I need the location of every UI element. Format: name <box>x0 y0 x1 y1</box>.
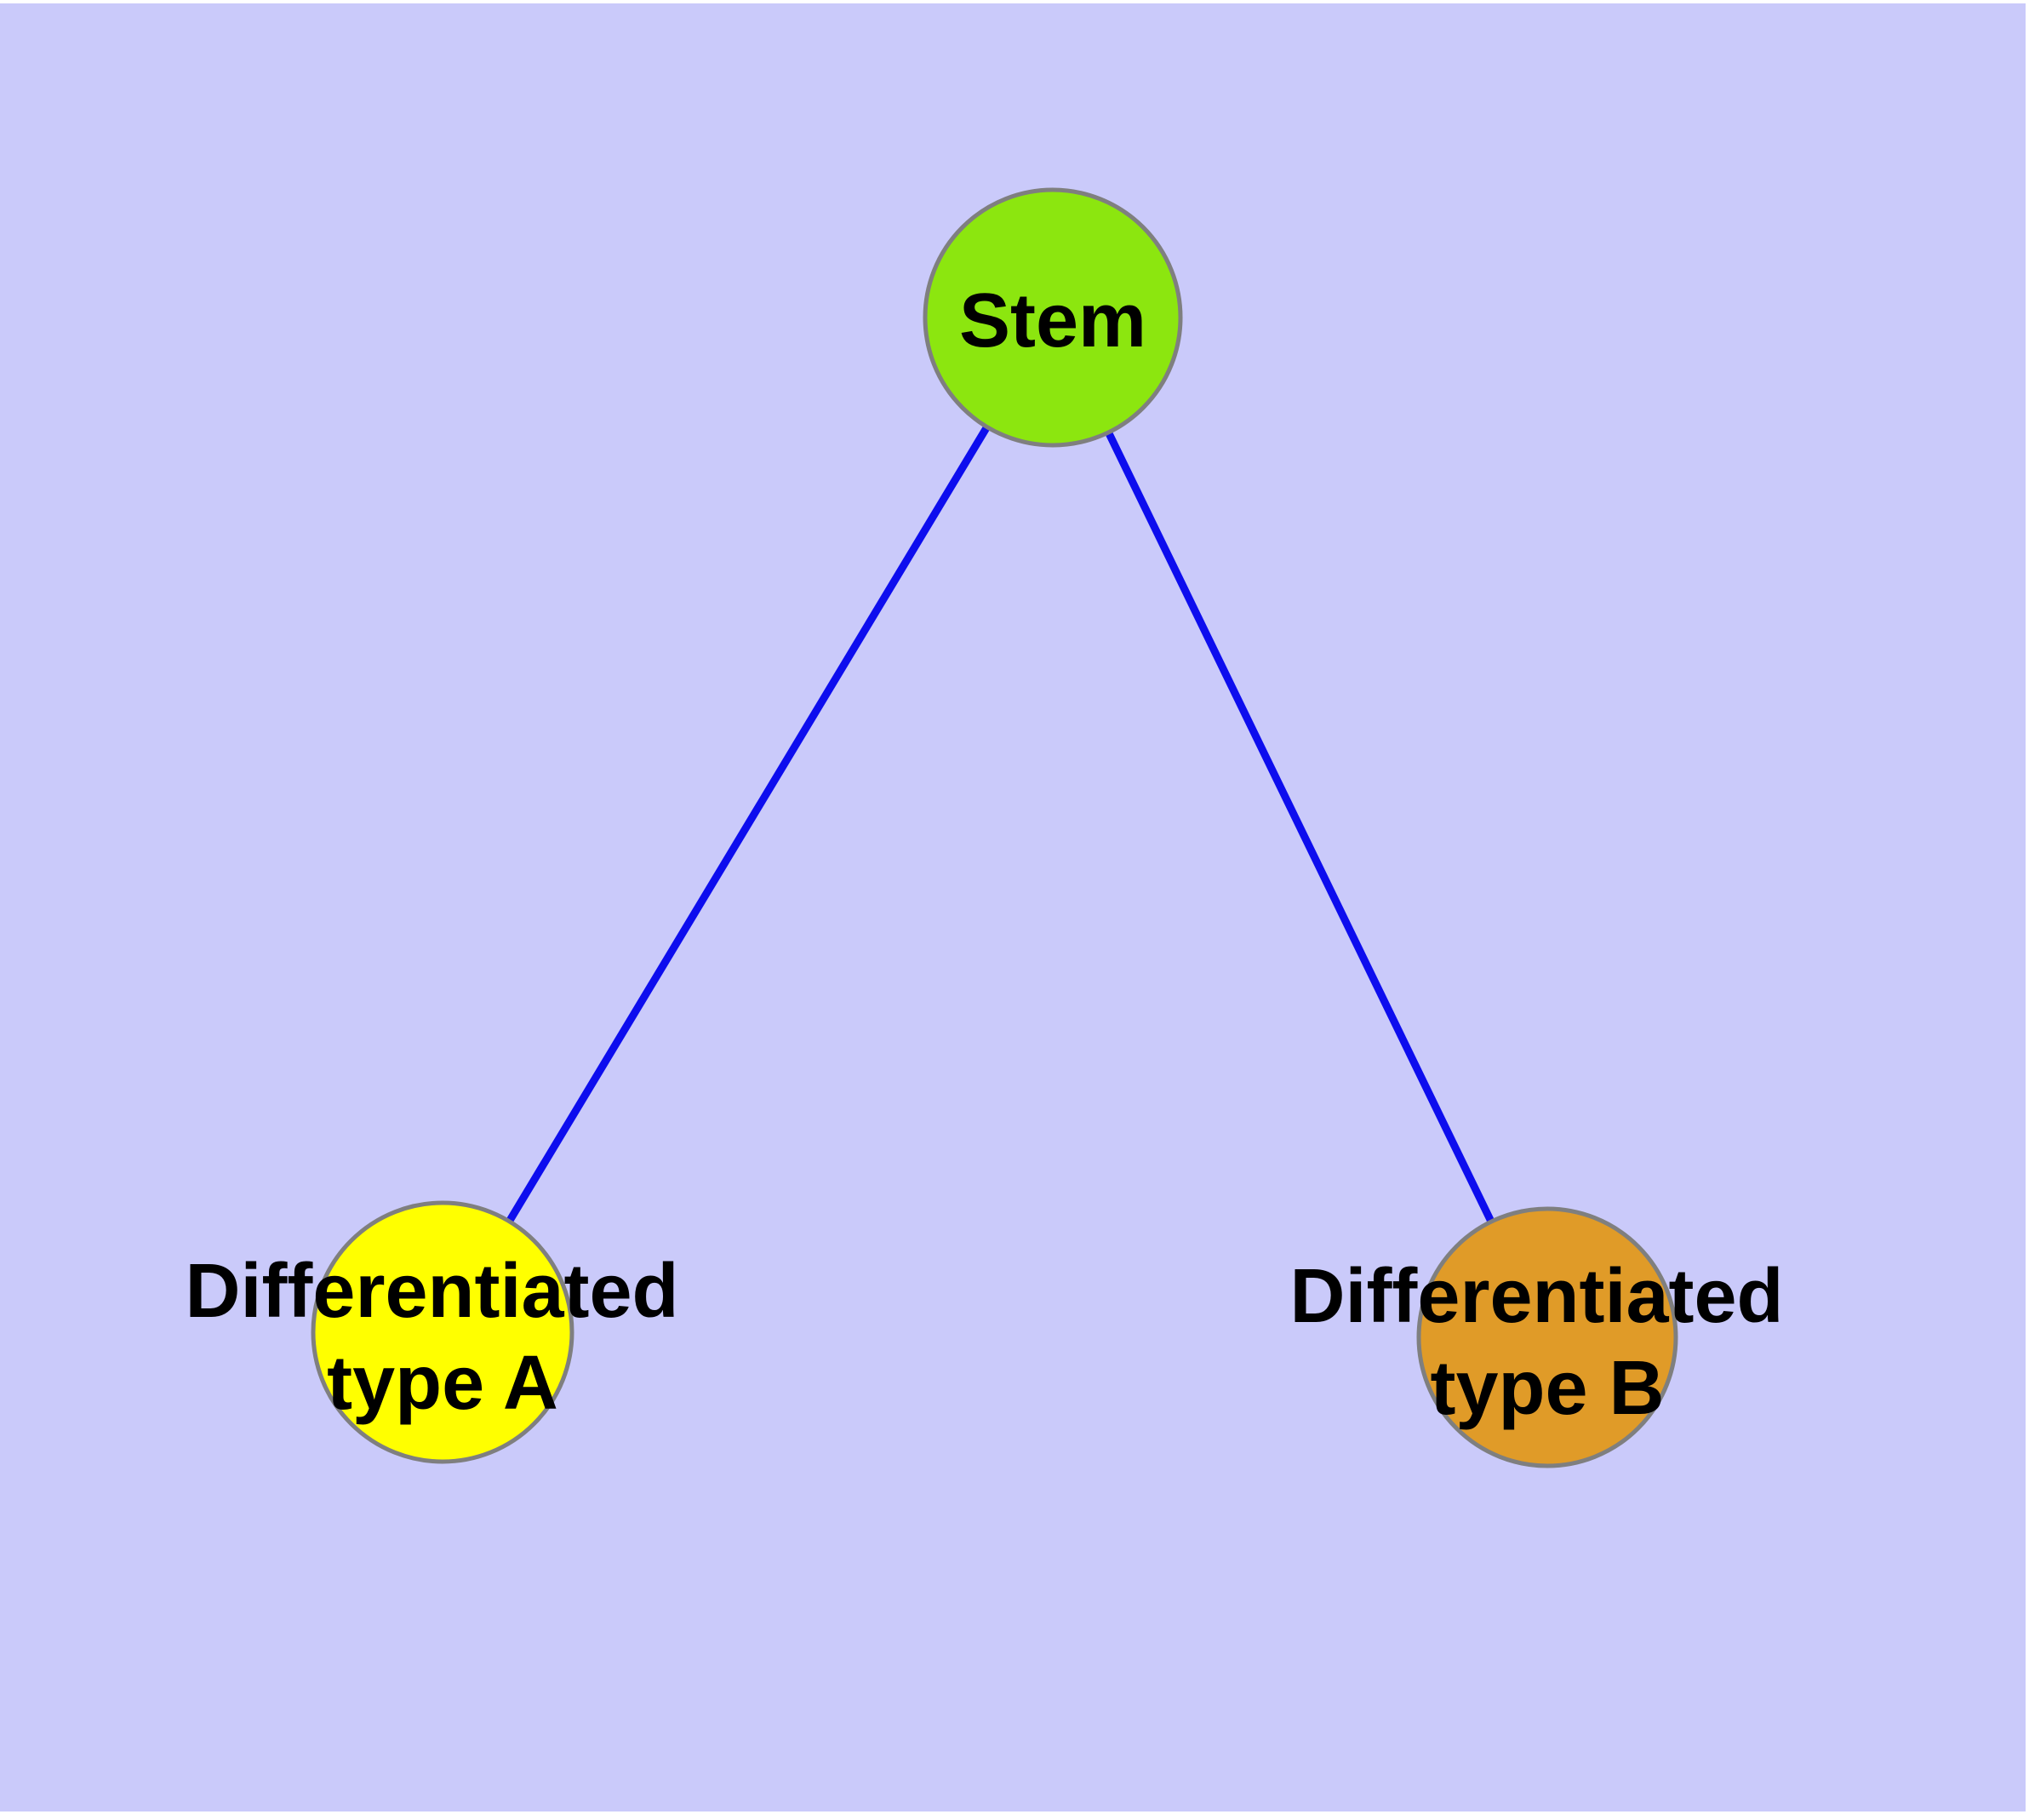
node-label-line: Differentiated <box>185 1249 678 1334</box>
node-label-line: Differentiated <box>1289 1254 1783 1339</box>
node-differentiated-type-a[interactable] <box>311 1200 574 1464</box>
edge-stem-to-type-b <box>1049 316 1552 1339</box>
node-differentiated-type-a-label: Differentiated type A <box>185 1249 700 1426</box>
node-labels: Stem Differentiated type A Differentiate… <box>185 278 1804 1431</box>
node-stem-label: Stem <box>959 278 1146 363</box>
node-differentiated-type-b[interactable] <box>1416 1206 1678 1468</box>
nodes <box>311 187 1678 1468</box>
node-label-line: type B <box>1430 1346 1664 1431</box>
edges <box>439 315 1552 1339</box>
node-differentiated-type-b-label: Differentiated type B <box>1289 1254 1804 1431</box>
node-stem[interactable] <box>923 187 1183 448</box>
edge-stem-to-type-a <box>439 315 1056 1335</box>
node-label-line: type A <box>327 1341 558 1426</box>
